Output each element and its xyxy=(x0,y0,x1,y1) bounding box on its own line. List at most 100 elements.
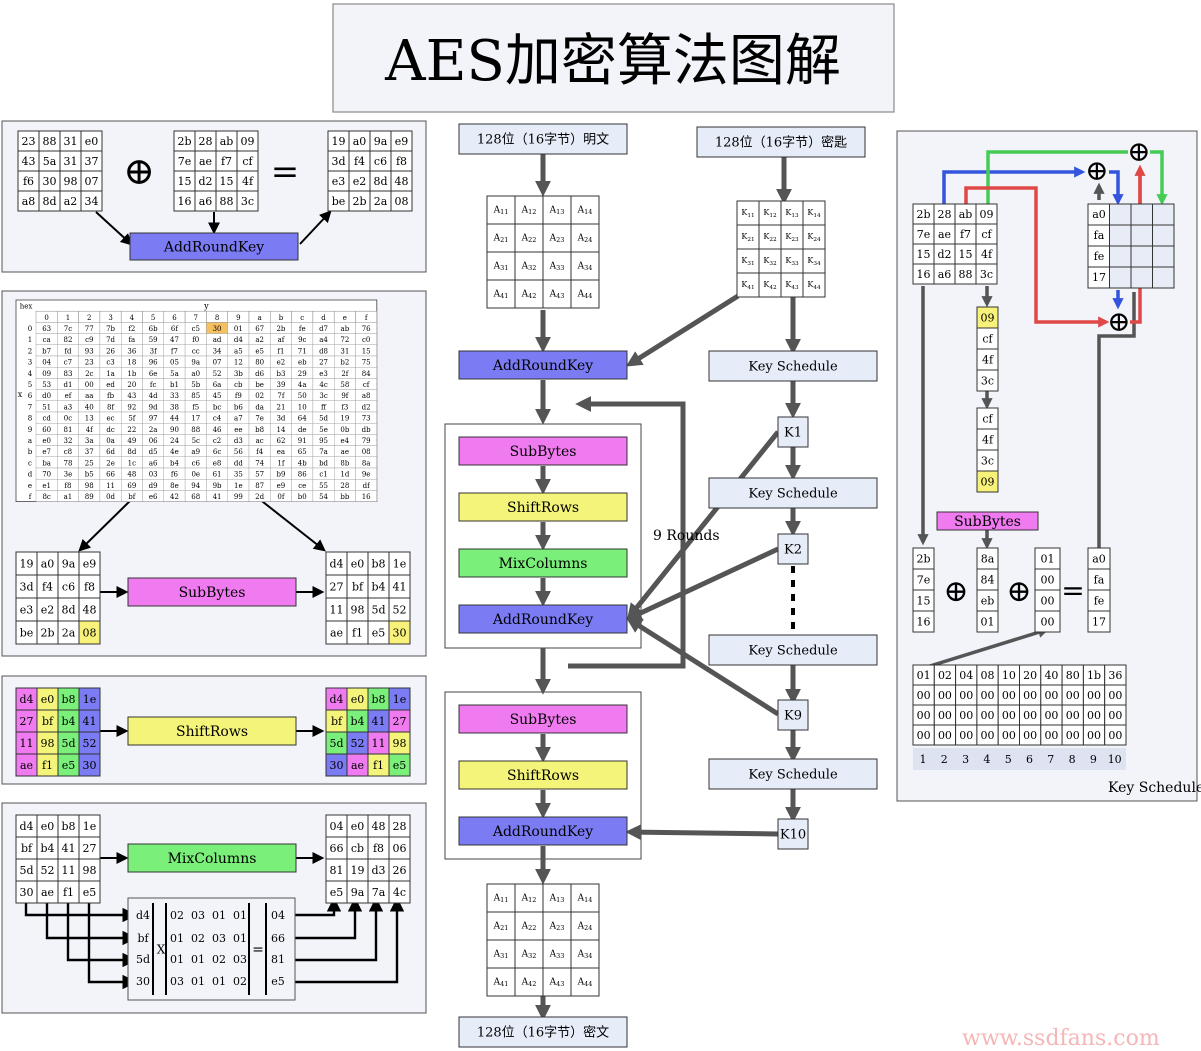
sbox-value: 7f xyxy=(277,392,285,400)
sbox-value: b6 xyxy=(234,403,243,411)
sbox-value: f8 xyxy=(64,482,71,490)
sbox-value: e9 xyxy=(277,482,286,490)
sbox-value: 3c xyxy=(319,392,327,400)
sbox-value: 42 xyxy=(170,493,179,501)
cell-value: f8 xyxy=(396,155,407,168)
sbox-value: c6 xyxy=(192,459,201,467)
cell-value: 4f xyxy=(982,354,994,367)
sbox-value: f9 xyxy=(235,392,242,400)
sbox-value: 2c xyxy=(85,370,93,378)
cell-value: 00 xyxy=(1087,689,1101,702)
sbox-value: c1 xyxy=(319,471,327,479)
sbox-value: ba xyxy=(42,459,51,467)
sbox-value: f6 xyxy=(171,471,179,479)
sbox-value: 95 xyxy=(319,437,328,445)
sbox-col-header: 4 xyxy=(130,314,135,322)
cell-value: 31 xyxy=(64,155,78,168)
sbox-value: d2 xyxy=(362,403,371,411)
rcon-index: 7 xyxy=(1047,753,1054,766)
sbox-row-header: 0 xyxy=(28,325,32,333)
sbox-value: 9c xyxy=(298,336,306,344)
cell-value: 5d xyxy=(371,604,385,617)
cell-value: f8 xyxy=(84,581,95,594)
sbox-value: 9e xyxy=(362,471,371,479)
cell-value: K13 xyxy=(785,208,799,219)
sbox-value: ed xyxy=(106,381,115,389)
cell-value: f7 xyxy=(221,155,232,168)
cell-value: be xyxy=(332,195,346,208)
cell-value: 00 xyxy=(917,709,931,722)
rcon-index-band xyxy=(913,748,1126,770)
cell-value: A14 xyxy=(577,894,593,905)
cell-value: d2 xyxy=(937,248,951,261)
flow-shiftrows-final-box xyxy=(458,760,628,790)
sbox-value: 9b xyxy=(213,482,222,490)
sbox-value: 3d xyxy=(276,415,285,423)
cell-value: 80 xyxy=(1066,669,1080,682)
sbox-value: 10 xyxy=(298,403,307,411)
sbox-value: 98 xyxy=(85,482,94,490)
cell-value: 11 xyxy=(20,737,34,750)
cell-value: 11 xyxy=(372,737,386,750)
grid-cell xyxy=(514,223,544,253)
cell-value: 00 xyxy=(1041,574,1055,587)
cell-value: 16 xyxy=(917,268,931,281)
flow-addroundkey-round: AddRoundKey xyxy=(458,604,628,634)
cell-value: 09 xyxy=(981,312,995,325)
grid-cell xyxy=(514,251,544,281)
mix-col-value: d4 xyxy=(136,909,150,922)
flow-shiftrows-label: ShiftRows xyxy=(507,500,579,516)
mix-panel-mixcolumns: MixColumns xyxy=(127,843,297,873)
sbox-value: c7 xyxy=(64,359,72,367)
main-flow-arrows xyxy=(534,154,802,1021)
cell-value: 00 xyxy=(959,729,973,742)
cell-value: 88 xyxy=(43,135,57,148)
cell-value: ae xyxy=(41,886,54,899)
cell-value: 00 xyxy=(938,729,952,742)
ks-xor-top-blue: ⊕ xyxy=(1085,154,1108,187)
ark-panel-addroundkey-label: AddRoundKey xyxy=(163,240,264,256)
mix-matrix-value: 01 xyxy=(191,975,205,988)
sbox-value: e5 xyxy=(255,347,264,355)
cell-value: 2b xyxy=(916,553,930,566)
flow-addroundkey-initial-box xyxy=(458,350,628,380)
sbox-value: 8e xyxy=(170,482,179,490)
cell-value: e5 xyxy=(372,627,386,640)
cell-value: 08 xyxy=(395,195,409,208)
cell-value: A34 xyxy=(577,262,593,273)
cell-value: b4 xyxy=(40,842,54,855)
cell-value: 98 xyxy=(393,737,407,750)
cell-value: 26 xyxy=(393,864,407,877)
cell-value: 00 xyxy=(1002,689,1016,702)
cell-value: 00 xyxy=(938,709,952,722)
sbox-value: 81 xyxy=(63,426,72,434)
sbox-value: 37 xyxy=(85,448,94,456)
flow-subbytes-label: SubBytes xyxy=(510,444,577,460)
cell-value: 19 xyxy=(332,135,346,148)
cell-value: 00 xyxy=(959,689,973,702)
sbox-value: b0 xyxy=(298,493,307,501)
sbox-value: df xyxy=(363,482,371,490)
grid-cell-empty xyxy=(1109,266,1132,289)
sbox-value: d3 xyxy=(234,437,243,445)
cell-value: 04 xyxy=(330,820,344,833)
cell-value: A32 xyxy=(521,262,537,273)
sbox-value: 08 xyxy=(362,448,371,456)
cell-value: fe xyxy=(1094,595,1105,608)
cell-value: 1e xyxy=(83,820,97,833)
sbox-value: ac xyxy=(256,437,264,445)
sbox-value: 94 xyxy=(191,482,200,490)
flow-mixcolumns: MixColumns xyxy=(458,548,628,578)
sbox-value: b2 xyxy=(340,359,349,367)
grid-cell xyxy=(1034,610,1061,633)
k10-box-label: K10 xyxy=(780,828,806,843)
cell-value: 1e xyxy=(393,558,407,571)
sbox-value: 69 xyxy=(127,482,136,490)
equals-symbol: = xyxy=(271,152,300,192)
cell-value: 98 xyxy=(64,175,78,188)
sbox-value: f5 xyxy=(192,403,199,411)
cell-value: A41 xyxy=(493,290,509,301)
sbox-value: 47 xyxy=(170,336,179,344)
